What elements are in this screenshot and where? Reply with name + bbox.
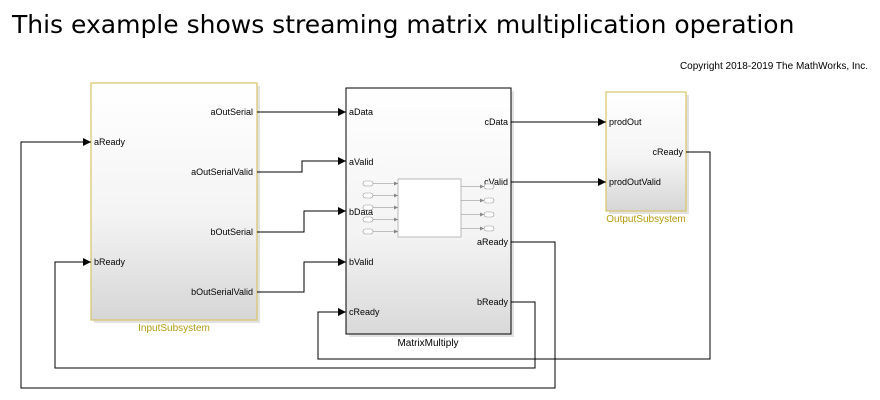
input-subsystem-block[interactable]: aReady bReady aOutSerial aOutSerialValid… xyxy=(90,82,260,334)
output-port-aOutSerial: aOutSerial xyxy=(210,107,253,117)
output-subsystem-block[interactable]: prodOut prodOutValid cReady OutputSubsys… xyxy=(605,91,689,225)
matrix-multiply-block[interactable]: aData aValid bData bValid cReady cData c… xyxy=(345,87,514,349)
input-port-aValid: aValid xyxy=(349,157,373,167)
copyright-note: Copyright 2018-2019 The MathWorks, Inc. xyxy=(679,61,868,72)
input-port-aReady: aReady xyxy=(94,137,126,147)
input-subsystem-label: InputSubsystem xyxy=(138,323,210,334)
internal-preview-icon xyxy=(362,178,495,238)
output-port-bOutSerialValid: bOutSerialValid xyxy=(191,287,253,297)
wire-aReady-to-aReady xyxy=(20,138,556,389)
matrix-multiply-label: MatrixMultiply xyxy=(397,338,458,349)
wire-aOutSerialValid-to-aValid xyxy=(257,157,346,173)
input-port-bReady: bReady xyxy=(94,257,126,267)
input-port-bValid: bValid xyxy=(349,257,373,267)
diagram-title: This example shows streaming matrix mult… xyxy=(12,10,795,39)
output-port-aReady: aReady xyxy=(477,237,509,247)
output-port-cValid: cValid xyxy=(484,177,508,187)
input-port-bData: bData xyxy=(349,207,373,217)
wire-bOutSerialValid-to-bValid xyxy=(257,258,346,293)
input-port-prodOut: prodOut xyxy=(609,117,642,127)
output-port-bReady: bReady xyxy=(477,297,509,307)
input-port-cReady: cReady xyxy=(349,307,380,317)
output-port-cReady-out: cReady xyxy=(652,147,683,157)
output-port-cData: cData xyxy=(484,117,508,127)
output-port-bOutSerial: bOutSerial xyxy=(210,227,253,237)
signal-lines xyxy=(20,108,711,389)
output-subsystem-label: OutputSubsystem xyxy=(606,214,685,225)
input-port-prodOutValid: prodOutValid xyxy=(609,177,661,187)
wire-bOutSerial-to-bData xyxy=(257,207,346,233)
input-port-aData: aData xyxy=(349,107,373,117)
wire-bReady-to-bReady xyxy=(54,258,536,369)
wire-cReady-to-cReady xyxy=(317,151,711,360)
output-port-aOutSerialValid: aOutSerialValid xyxy=(191,167,253,177)
